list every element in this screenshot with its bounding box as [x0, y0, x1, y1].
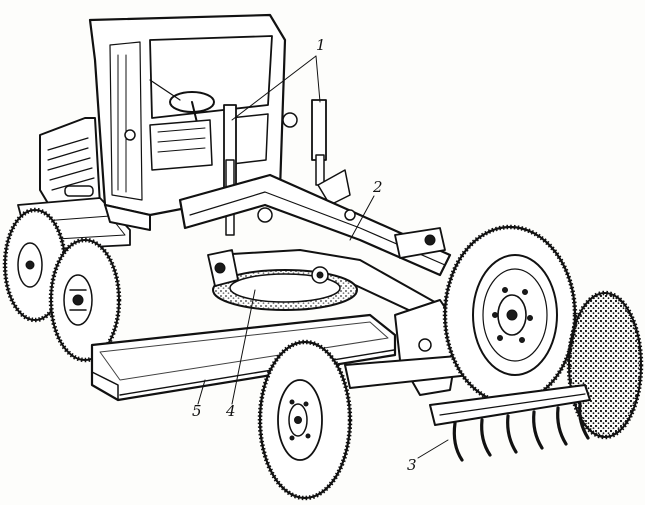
- blade-circle: [207, 249, 441, 321]
- callout-5: 5: [192, 402, 202, 420]
- front-right-wheel: [442, 224, 578, 406]
- callout-4: 4: [225, 402, 236, 420]
- leader-lines: [197, 55, 449, 459]
- callout-1: 1: [316, 36, 326, 54]
- rear-tandem-wheels: [2, 207, 122, 363]
- moldboard-blade: [90, 313, 397, 402]
- front-left-wheel: [257, 339, 353, 501]
- main-frame: [178, 173, 452, 277]
- scarifier: [429, 384, 591, 462]
- callout-2: 2: [372, 178, 383, 196]
- front-axle: [344, 299, 471, 396]
- callout-3: 3: [407, 456, 417, 474]
